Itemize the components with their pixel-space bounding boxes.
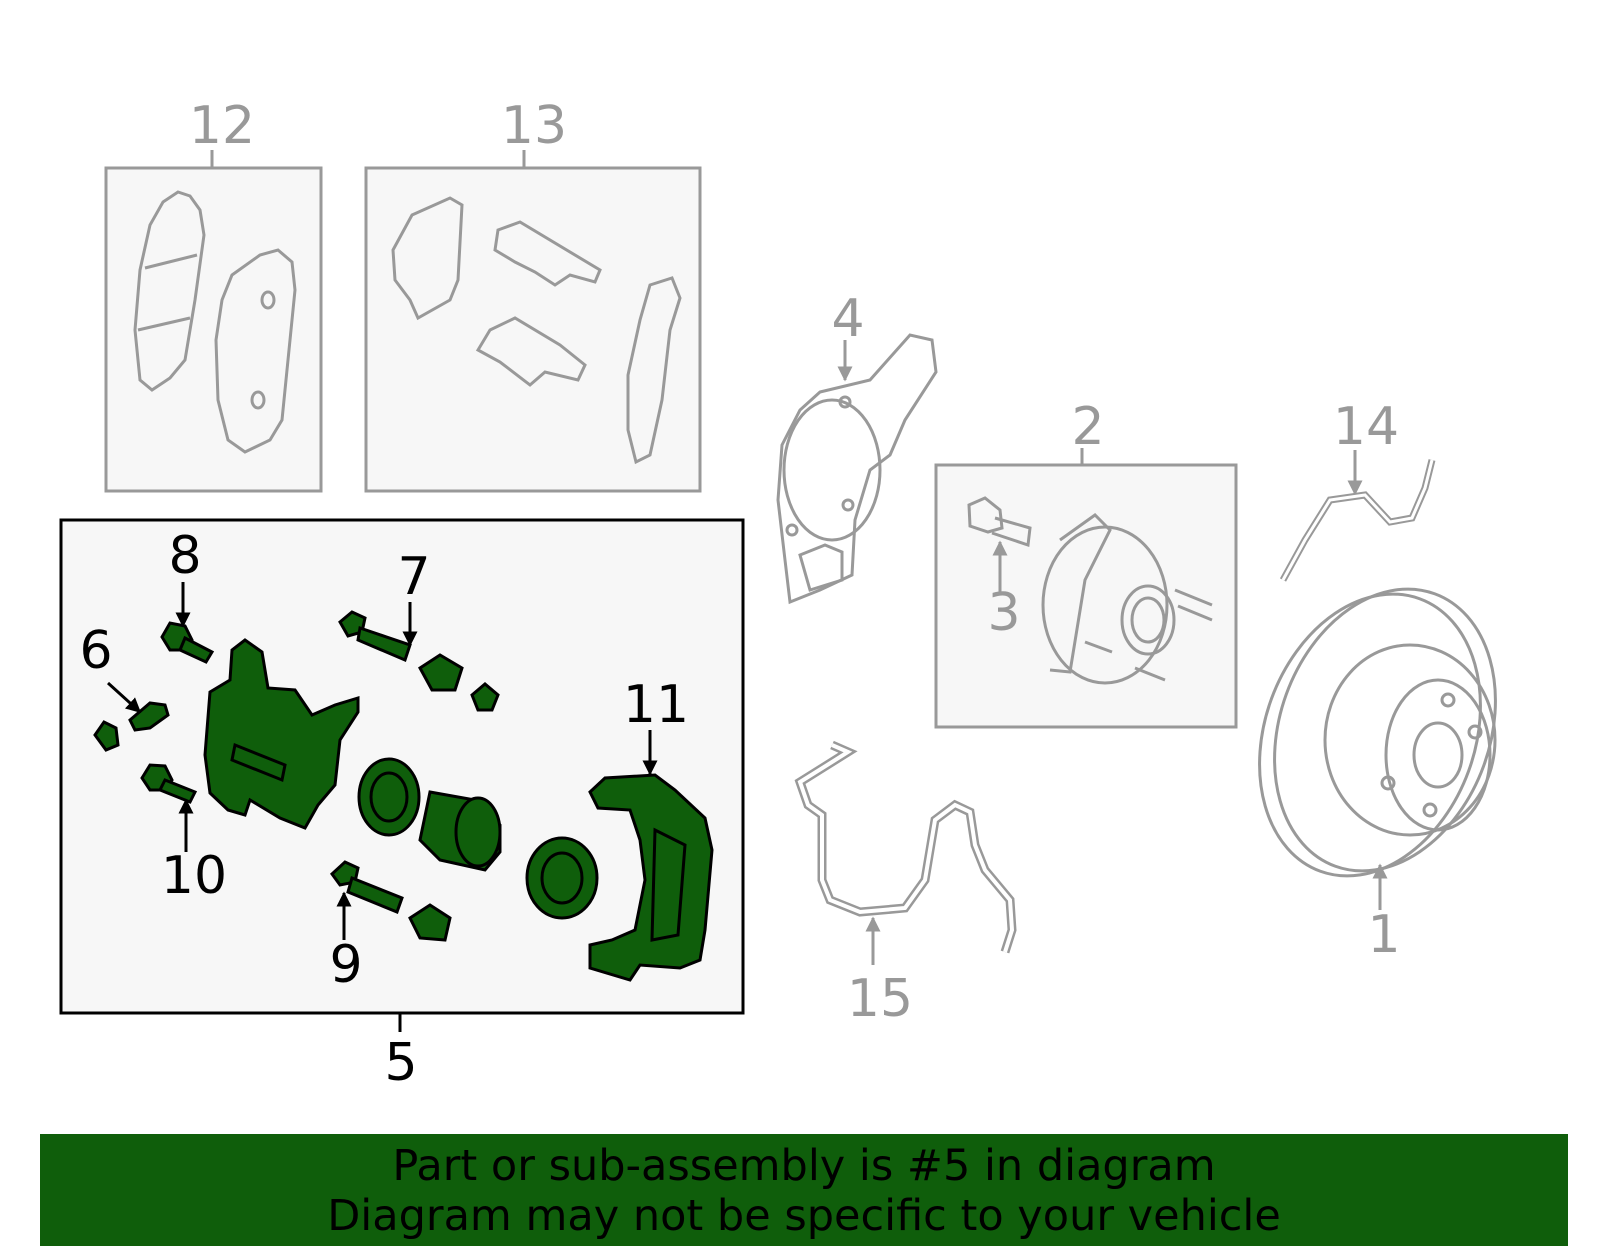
brake-rotor-part-1	[1258, 587, 1497, 910]
callout-1: 1	[1367, 905, 1400, 965]
callout-14: 14	[1333, 397, 1399, 457]
banner-line-2: Diagram may not be specific to your vehi…	[327, 1191, 1281, 1241]
sensor-bracket-part-14	[1279, 450, 1436, 582]
callout-8: 8	[168, 526, 201, 586]
callout-13: 13	[501, 96, 567, 156]
callout-3: 3	[987, 583, 1020, 643]
callout-11: 11	[623, 675, 689, 735]
callout-4: 4	[831, 289, 864, 349]
hardware-kit-box-13	[364, 150, 702, 493]
banner-line-1: Part or sub-assembly is #5 in diagram	[392, 1141, 1216, 1191]
callout-12: 12	[189, 96, 255, 156]
wheel-hub-icon	[967, 496, 1213, 685]
callout-6: 6	[79, 621, 112, 681]
callout-5: 5	[384, 1033, 417, 1093]
hardware-clip-icon	[391, 196, 682, 465]
caliper-assembly-box-5	[59, 518, 745, 1032]
callout-10: 10	[161, 846, 227, 906]
callout-2: 2	[1071, 397, 1104, 457]
callout-9: 9	[329, 935, 362, 995]
abs-sensor-wire-part-15	[794, 740, 1017, 965]
hub-box-2	[934, 448, 1238, 729]
callout-15: 15	[847, 969, 913, 1029]
pad-kit-box-12	[104, 150, 323, 493]
brake-pad-icon	[133, 190, 297, 454]
callout-7: 7	[397, 547, 430, 607]
caliper-parts-icon	[93, 610, 714, 982]
dust-shield-part-4	[776, 333, 938, 605]
info-banner: Part or sub-assembly is #5 in diagram Di…	[40, 1134, 1568, 1246]
